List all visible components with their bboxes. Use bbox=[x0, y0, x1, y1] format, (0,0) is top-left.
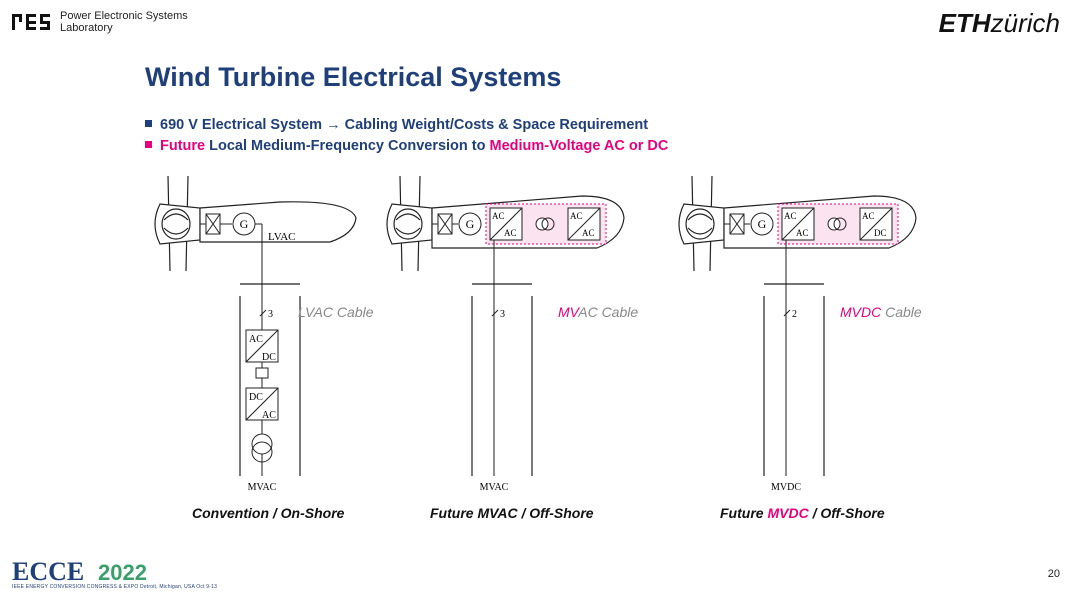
conv2-top: AC bbox=[570, 211, 583, 221]
bullet-1-text-a: 690 V Electrical System bbox=[160, 117, 327, 133]
bullet-square-icon bbox=[145, 120, 152, 127]
conv1-bottom: AC bbox=[796, 228, 809, 238]
conv1-top: AC bbox=[492, 211, 505, 221]
lab-name: Power Electronic Systems Laboratory bbox=[60, 10, 188, 34]
bullet-2: Future Local Medium-Frequency Conversion… bbox=[145, 136, 668, 157]
conv1-bottom: AC bbox=[504, 228, 517, 238]
diagram-conventional: G LVAC 3 AC DC DC AC MVAC bbox=[154, 176, 357, 493]
conv2-top: DC bbox=[249, 392, 263, 403]
eth-bold: ETH bbox=[938, 8, 991, 38]
conv2-bottom: DC bbox=[874, 228, 887, 238]
ecce-logo: ECCE 2022 bbox=[12, 558, 147, 584]
bullet-1-text-b: Cabling Weight/Costs & Space Requirement bbox=[340, 117, 649, 133]
wire-count: 3 bbox=[500, 309, 505, 320]
wire-count: 3 bbox=[268, 309, 273, 320]
bullet-square-icon bbox=[145, 141, 152, 148]
wire-count: 2 bbox=[792, 309, 797, 320]
bullet-2-pink-a: Future bbox=[160, 138, 206, 154]
conv1-top: AC bbox=[784, 211, 797, 221]
caption-mvac: Future MVAC / Off-Shore bbox=[430, 505, 594, 521]
bullet-2-pink-b: Medium-Voltage AC or DC bbox=[489, 138, 669, 154]
lab-name-line1: Power Electronic Systems bbox=[60, 10, 188, 22]
bottom-label: MVDC bbox=[771, 482, 801, 493]
bullet-2-text-a: Local Medium-Frequency Conversion to bbox=[205, 138, 490, 154]
turbine-diagrams: G LVAC 3 AC DC DC AC MVAC G AC AC AC AC bbox=[154, 176, 917, 493]
diagram-mvac: G AC AC AC AC 3 MVAC bbox=[386, 176, 625, 493]
page-number: 20 bbox=[1047, 568, 1060, 580]
conv2-bottom: AC bbox=[582, 228, 595, 238]
generator-label: G bbox=[240, 217, 249, 231]
conv2-bottom: AC bbox=[262, 410, 276, 421]
ecce-subtitle: IEEE ENERGY CONVERSION CONGRESS & EXPO D… bbox=[12, 584, 218, 590]
bullet-1: 690 V Electrical System → Cabling Weight… bbox=[145, 115, 668, 136]
arrow-right-icon: → bbox=[326, 117, 341, 133]
caption-mvdc: Future MVDC / Off-Shore bbox=[720, 505, 885, 521]
page-title: Wind Turbine Electrical Systems bbox=[145, 62, 562, 92]
generator-label: G bbox=[758, 217, 767, 231]
lvac-bus-label: LVAC bbox=[268, 231, 296, 243]
svg-text:2022: 2022 bbox=[98, 560, 147, 584]
pes-logo bbox=[12, 14, 50, 30]
conv2-top: AC bbox=[862, 211, 875, 221]
svg-text:ECCE: ECCE bbox=[12, 558, 84, 584]
cable-label-3: MVDC Cable bbox=[840, 304, 922, 320]
lab-name-line2: Laboratory bbox=[60, 22, 113, 34]
diagram-mvdc: G AC AC AC DC 2 MVDC bbox=[678, 176, 917, 493]
cable-label-1: LVAC Cable bbox=[298, 304, 374, 320]
bottom-label: MVAC bbox=[480, 482, 509, 493]
conv1-top: AC bbox=[249, 334, 263, 345]
cable-label-2: MVAC Cable bbox=[558, 304, 639, 320]
generator-label: G bbox=[466, 217, 475, 231]
caption-conventional: Convention / On-Shore bbox=[192, 505, 345, 521]
bullet-list: 690 V Electrical System → Cabling Weight… bbox=[145, 115, 668, 157]
eth-regular: zürich bbox=[990, 8, 1060, 38]
eth-logo: ETHzürich bbox=[939, 8, 1060, 39]
bottom-label: MVAC bbox=[248, 482, 277, 493]
conv1-bottom: DC bbox=[262, 352, 276, 363]
